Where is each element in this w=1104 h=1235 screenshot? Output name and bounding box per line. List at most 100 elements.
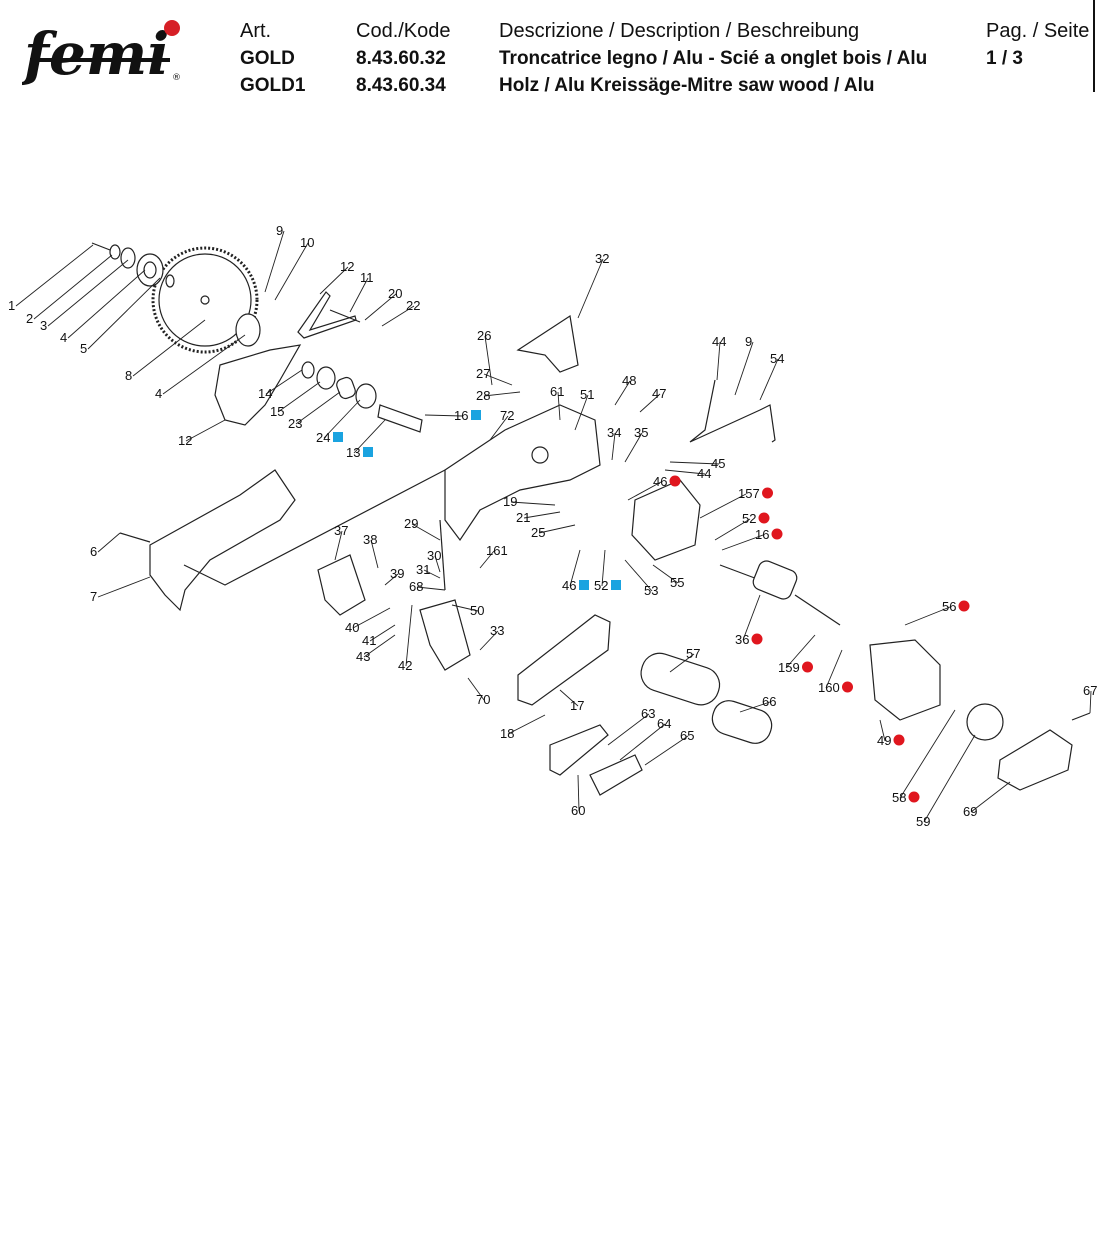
- part-callout-c25: 25: [531, 525, 545, 540]
- part-callout-c40: 40: [345, 620, 359, 635]
- red-dot-marker-c58: [908, 791, 920, 803]
- article-value-1: GOLD: [240, 48, 295, 69]
- part-callout-c41: 41: [362, 633, 376, 648]
- logo-red-dot: [164, 20, 180, 36]
- leader-line-c14: [265, 369, 303, 395]
- leader-line-c17: [559, 689, 579, 707]
- part-callout-c37: 37: [334, 523, 348, 538]
- code-value-2: 8.43.60.34: [356, 75, 446, 96]
- motor-rotor: [719, 560, 841, 626]
- code-column: Cod./Kode 8.43.60.32 8.43.60.34: [356, 18, 451, 99]
- part-callout-c8: 8: [125, 368, 132, 383]
- switch-block: [589, 754, 643, 796]
- leader-line-c5: [87, 277, 161, 350]
- leader-line-c47: [639, 393, 661, 413]
- leader-line-c40: [352, 607, 391, 629]
- red-dot-marker-c52a: [758, 512, 770, 524]
- part-callout-c45: 45: [711, 456, 725, 471]
- cooling-fan: [966, 703, 1004, 741]
- leader-line-c19: [510, 501, 556, 506]
- part-callout-c54: 54: [770, 351, 784, 366]
- leader-line-c7: [97, 576, 151, 598]
- leader-line-c64: [619, 723, 666, 761]
- femi-logo: femi ®: [22, 20, 181, 86]
- red-dot-marker-c16b: [771, 528, 783, 540]
- leader-line-c18: [507, 714, 546, 735]
- part-callout-c70: 70: [476, 692, 490, 707]
- part-callout-c52a: 52: [742, 511, 756, 526]
- leader-line-c30: [434, 555, 441, 573]
- part-callout-c67: 67: [1083, 683, 1097, 698]
- part-callout-c65: 65: [680, 728, 694, 743]
- part-callout-c31: 31: [416, 562, 430, 577]
- leader-line-c2: [33, 254, 113, 320]
- description-value-1: Troncatrice legno / Alu - Scié a onglet …: [499, 48, 928, 69]
- leader-line-c39: [384, 573, 399, 586]
- leader-line-c37: [334, 530, 343, 561]
- part-callout-c68: 68: [409, 579, 423, 594]
- blue-square-marker-c46b: [579, 580, 589, 590]
- leader-line-c65: [644, 735, 689, 766]
- part-callout-c27: 27: [476, 366, 490, 381]
- part-callout-c29: 29: [404, 516, 418, 531]
- part-callout-c11: 11: [360, 270, 374, 285]
- part-callout-c12a: 12: [340, 259, 354, 274]
- part-callout-c34: 34: [607, 425, 621, 440]
- leader-line-c35: [624, 432, 643, 463]
- part-callout-c50: 50: [470, 603, 484, 618]
- part-callout-c43: 43: [356, 649, 370, 664]
- leader-line-c33: [479, 630, 499, 651]
- leader-line-c15: [277, 381, 321, 413]
- leader-line-c3: [47, 259, 129, 327]
- leader-line-c12b: [185, 419, 226, 442]
- capacitor-small: [711, 700, 773, 744]
- leader-line-c70: [467, 677, 485, 701]
- motor-housing: [869, 639, 941, 721]
- red-dot-marker-c159: [802, 661, 813, 673]
- part-callout-c57: 57: [686, 646, 700, 661]
- leader-line-c56: [904, 606, 951, 626]
- leader-line-c63: [607, 713, 650, 746]
- part-callout-c28: 28: [476, 388, 490, 403]
- leader-line-c12a: [319, 266, 349, 295]
- part-callout-c160: 160: [818, 680, 840, 695]
- leader-line-c48: [614, 380, 631, 406]
- part-callout-c20: 20: [388, 286, 402, 301]
- leader-line-c34: [611, 432, 616, 461]
- part-callout-c157: 157: [738, 486, 760, 501]
- part-callout-c4a: 4: [60, 330, 67, 345]
- switch-plate: [549, 724, 609, 776]
- part-callout-c36: 36: [735, 632, 749, 647]
- page-number: 1 / 3: [986, 48, 1023, 69]
- part-callout-c72: 72: [500, 408, 514, 423]
- part-callout-c26: 26: [477, 328, 491, 343]
- leader-line-c27: [483, 373, 513, 386]
- leader-line-c24: [323, 399, 361, 439]
- leader-line-c67: [1089, 690, 1092, 714]
- part-callout-c161: 161: [486, 543, 508, 558]
- part-callout-c48: 48: [622, 373, 636, 388]
- article-column: Art. GOLD GOLD1: [240, 18, 305, 99]
- part-callout-c30: 30: [427, 548, 441, 563]
- part-callout-c46b: 46: [562, 578, 576, 593]
- page-label: Pag. / Seite: [986, 20, 1090, 42]
- part-callout-c10: 10: [300, 235, 314, 250]
- leader-line-c4a: [67, 269, 146, 339]
- leader-line-c49: [879, 719, 886, 742]
- part-callout-c18: 18: [500, 726, 514, 741]
- part-callout-c60: 60: [571, 803, 585, 818]
- leader-line-c13: [353, 419, 386, 454]
- leader-line-c4b: [162, 334, 246, 395]
- leader-line-c22: [381, 305, 415, 327]
- red-dot-marker-c56: [958, 600, 970, 612]
- logo-text: femi: [22, 20, 169, 86]
- leader-line-c59: [923, 734, 976, 823]
- article-value-2: GOLD1: [240, 75, 306, 96]
- leader-line-c52a: [714, 518, 751, 541]
- part-callout-c2: 2: [26, 311, 33, 326]
- part-callout-c58: 58: [892, 790, 906, 805]
- leader-line-c45: [669, 461, 720, 465]
- part-callout-c61: 61: [550, 384, 564, 399]
